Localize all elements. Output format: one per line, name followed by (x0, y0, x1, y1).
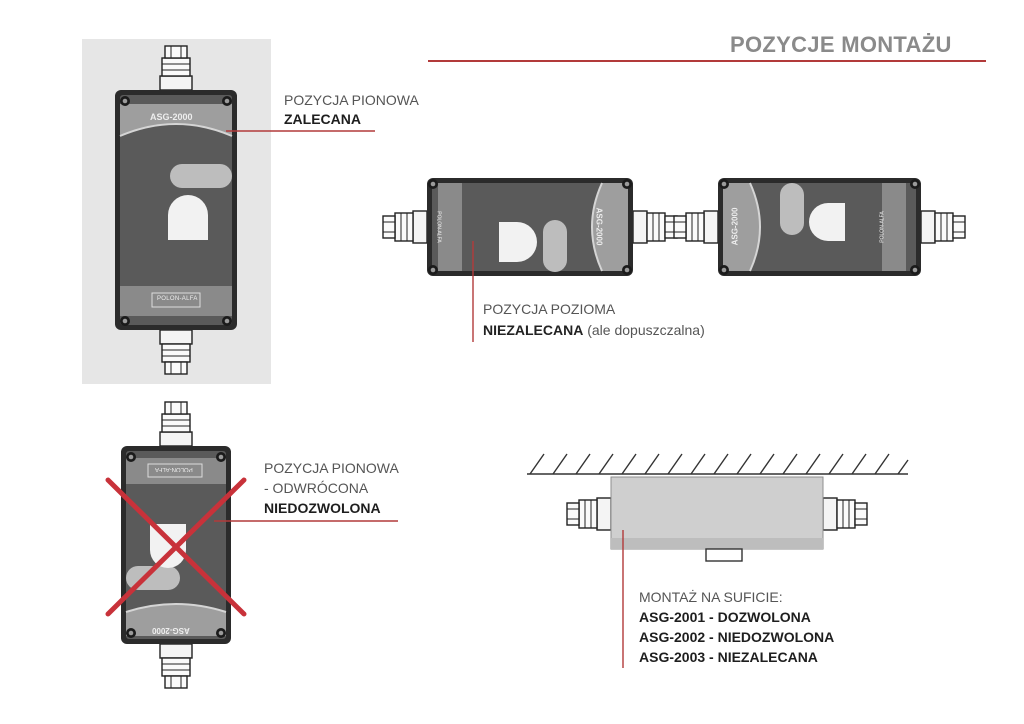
label-ceiling-asg2002: ASG-2002 - NIEDOZWOLONA (639, 629, 835, 645)
label-horizontal-title: POZYCJA POZIOMA (483, 301, 616, 317)
device-horizontal-left (382, 178, 678, 276)
page-title: POZYCJE MONTAŻU (730, 32, 952, 57)
device3-model-label: ASG-2000 (730, 207, 740, 246)
device1-model-label: ASG-2000 (150, 112, 193, 122)
device-vertical-recommended (115, 45, 237, 375)
device2-brand-label: POLON-ALFA (435, 211, 442, 243)
leader-lines (214, 130, 624, 668)
label-horizontal-status: NIEZALECANA (ale dopuszczalna) (483, 320, 705, 340)
device1-brand-label: POLON-ALFA (157, 296, 198, 302)
label-ceiling-asg2001: ASG-2001 - DOZWOLONA (639, 609, 811, 625)
label-vertical-title: POZYCJA PIONOWA (284, 92, 419, 108)
device4-brand-label: POLON-ALFA (155, 466, 193, 472)
label-inverted-subtitle: - ODWRÓCONA (264, 480, 369, 496)
label-horizontal-status-note: (ale dopuszczalna) (583, 322, 705, 338)
title-underline (428, 60, 986, 62)
label-inverted-status: NIEDOZWOLONA (264, 500, 381, 516)
device-horizontal-right (673, 178, 966, 276)
label-ceiling-title: MONTAŻ NA SUFICIE: (639, 589, 783, 605)
forbidden-cross-mark (105, 477, 247, 617)
device3-brand-label: POLON-ALFA (879, 211, 886, 243)
label-inverted-title: POZYCJA PIONOWA (264, 460, 399, 476)
device-ceiling-mounted (566, 476, 868, 562)
label-ceiling-asg2003: ASG-2003 - NIEZALECANA (639, 649, 818, 665)
label-horizontal-status-bold: NIEZALECANA (483, 322, 584, 338)
device4-model-label: ASG-2000 (152, 626, 190, 635)
label-vertical-status: ZALECANA (284, 111, 361, 127)
ceiling-hatch (527, 453, 909, 475)
device2-model-label: ASG-2000 (594, 207, 604, 246)
